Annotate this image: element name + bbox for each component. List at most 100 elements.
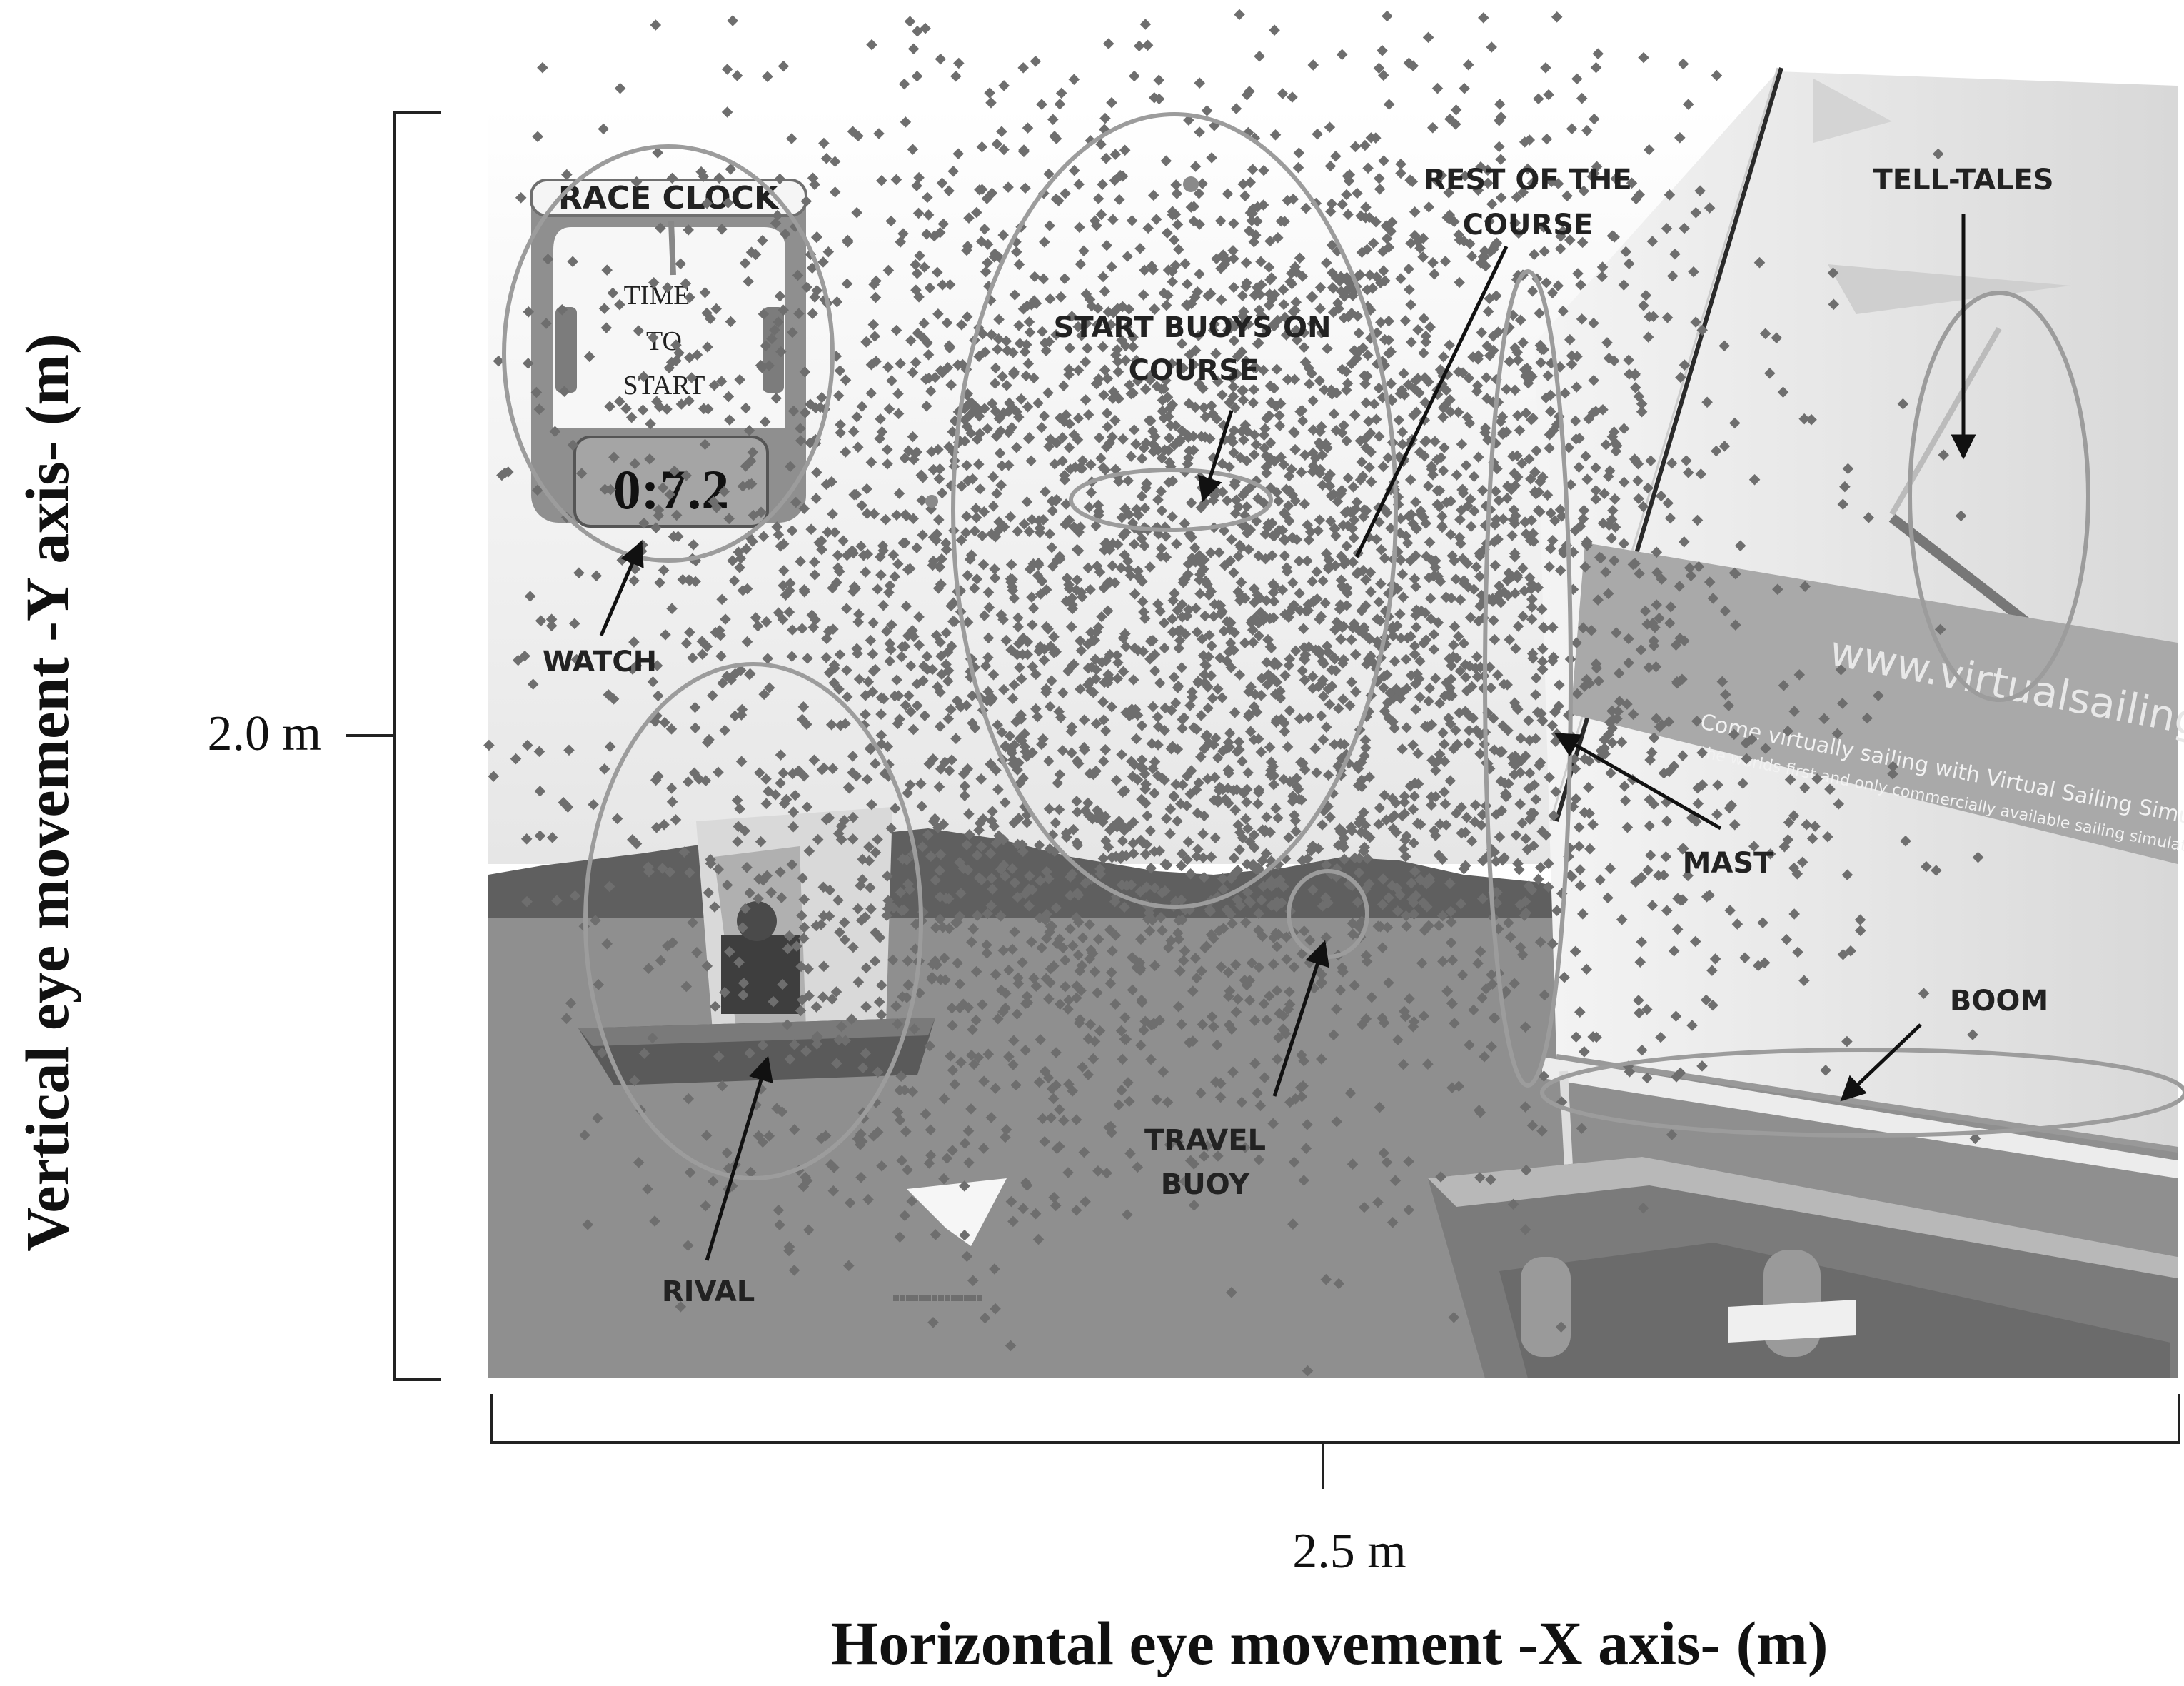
fixation-point xyxy=(1307,59,1319,71)
fixation-point xyxy=(1090,520,1102,532)
fixation-point xyxy=(1145,1053,1157,1065)
fixation-point xyxy=(1450,808,1462,819)
fixation-point xyxy=(1253,908,1264,919)
fixation-point xyxy=(1321,721,1332,733)
fixation-point xyxy=(783,606,795,618)
fixation-point xyxy=(866,39,877,51)
fixation-point xyxy=(1072,413,1085,424)
fixation-point xyxy=(1048,631,1060,643)
fixation-point xyxy=(670,814,682,826)
fixation-point xyxy=(1017,62,1029,74)
fixation-point xyxy=(875,569,887,581)
fixation-point xyxy=(1005,558,1017,571)
fixation-point xyxy=(925,1295,931,1301)
fixation-point xyxy=(1164,420,1177,431)
fixation-point xyxy=(1032,711,1043,723)
fixation-point xyxy=(778,60,790,72)
fixation-point xyxy=(1149,665,1161,677)
fixation-point xyxy=(1102,841,1114,853)
fixation-point xyxy=(1437,465,1449,477)
fixation-point xyxy=(956,481,967,492)
fixation-point xyxy=(1161,813,1172,825)
fixation-point xyxy=(1099,286,1111,297)
fixation-point xyxy=(1293,147,1305,159)
fixation-point xyxy=(1309,743,1321,755)
fixation-point xyxy=(1173,643,1184,654)
fixation-point xyxy=(1272,1032,1284,1044)
fixation-point xyxy=(1435,452,1447,463)
fixation-point xyxy=(1272,812,1284,824)
fixation-point xyxy=(1461,811,1473,823)
fixation-point xyxy=(1592,48,1604,59)
fixation-point xyxy=(904,16,916,27)
fixation-point xyxy=(1199,668,1210,681)
fixation-point xyxy=(1235,576,1247,588)
fixation-point xyxy=(971,433,983,446)
fixation-point xyxy=(1023,316,1035,328)
fixation-point xyxy=(1139,19,1152,30)
fixation-point xyxy=(1030,703,1042,715)
fixation-point xyxy=(731,70,743,81)
x-axis-title: Horizontal eye movement -X axis- (m) xyxy=(830,1609,1828,1677)
fixation-point xyxy=(1330,425,1342,436)
fixation-point xyxy=(1012,526,1023,537)
fixation-point xyxy=(1158,287,1169,299)
fixation-point xyxy=(1166,358,1178,370)
fixation-point xyxy=(1349,852,1361,864)
fixation-point xyxy=(1195,710,1207,721)
fixation-point xyxy=(919,1295,925,1301)
water-marker xyxy=(907,1178,1007,1246)
fixation-point xyxy=(1295,756,1307,768)
fixation-point xyxy=(1014,662,1025,673)
fixation-point xyxy=(1013,320,1025,331)
fixation-point xyxy=(614,82,626,94)
fixation-point xyxy=(1436,511,1448,522)
label-mast: MAST xyxy=(1683,847,1774,880)
fixation-point xyxy=(1194,77,1205,89)
fixation-point xyxy=(932,1295,937,1301)
fixation-point xyxy=(1303,711,1314,723)
fixation-point xyxy=(1072,321,1084,333)
fixation-point xyxy=(1295,466,1307,478)
fixation-point xyxy=(1336,49,1348,61)
fixation-point xyxy=(1298,341,1310,353)
fixation-point xyxy=(1375,543,1387,556)
fixation-point xyxy=(1413,673,1425,685)
fixation-point xyxy=(1092,193,1104,204)
fixation-point xyxy=(1711,69,1723,81)
fixation-point xyxy=(1485,1174,1496,1185)
fixation-point xyxy=(1127,341,1139,353)
fixation-point xyxy=(880,513,892,526)
fixation-point xyxy=(1284,653,1296,665)
fixation-point xyxy=(1420,336,1431,348)
fixation-point xyxy=(1424,321,1436,333)
fixation-point xyxy=(852,441,864,453)
fixation-point xyxy=(1234,9,1245,21)
fixation-point xyxy=(530,386,543,398)
fixation-point xyxy=(1289,443,1301,456)
fixation-point xyxy=(1540,62,1551,74)
fixation-point xyxy=(906,1295,912,1301)
fixation-point xyxy=(1109,577,1121,588)
fixation-point xyxy=(1217,692,1228,703)
fixation-point xyxy=(1229,959,1242,970)
fixation-point xyxy=(1543,881,1554,893)
fixation-point xyxy=(1237,394,1249,406)
fixation-point xyxy=(1255,746,1267,758)
fixation-point xyxy=(861,508,873,519)
fixation-point xyxy=(1047,505,1058,517)
fixation-point xyxy=(1410,703,1421,716)
fixation-point xyxy=(1239,190,1251,202)
fixation-point xyxy=(1324,480,1336,492)
fixation-point xyxy=(905,335,917,346)
fixation-point xyxy=(985,848,997,860)
label-tell-tales: TELL-TALES xyxy=(1873,164,2053,196)
fixation-point xyxy=(1228,335,1240,346)
fixation-point xyxy=(1098,756,1109,767)
fixation-point xyxy=(1173,244,1184,256)
fixation-point xyxy=(1144,825,1157,837)
fixation-point xyxy=(1689,935,1701,948)
fixation-point xyxy=(898,78,910,90)
fixation-point xyxy=(1383,315,1394,327)
sail-edge xyxy=(1556,1054,2178,1153)
